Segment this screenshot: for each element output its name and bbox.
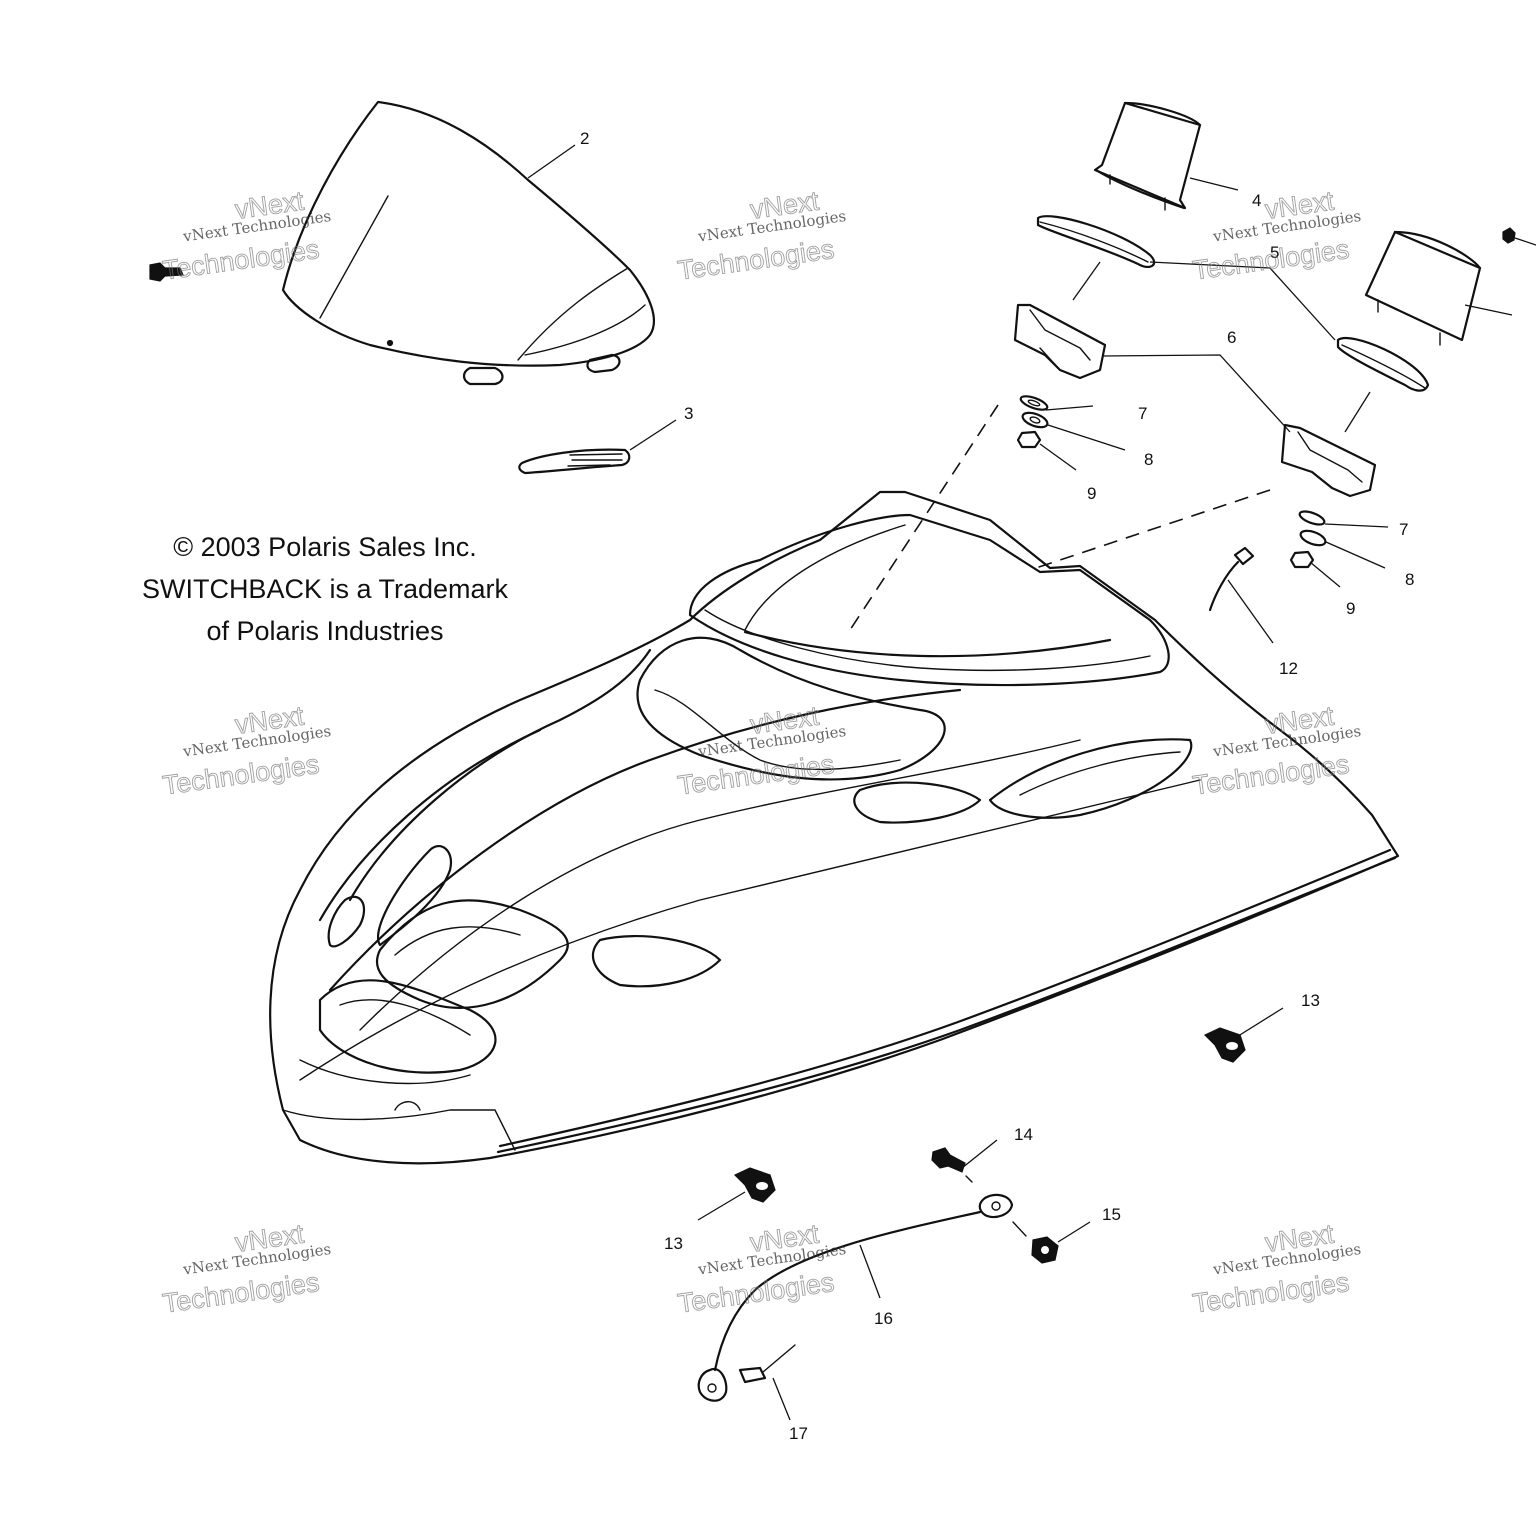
callout-4: 4 (1252, 191, 1261, 210)
washer-part-7-right (1298, 510, 1326, 526)
cable-part-12 (1208, 546, 1255, 612)
ring-part-5-right (1336, 337, 1430, 392)
nut-part-15 (1031, 1236, 1059, 1264)
washer-part-8-left (1021, 411, 1049, 429)
callout-9-left: 9 (1087, 484, 1096, 503)
callout-6: 6 (1227, 328, 1236, 347)
callout-8-left: 8 (1144, 450, 1153, 469)
ring-part-5-left (1036, 215, 1156, 269)
callout-3: 3 (684, 404, 693, 423)
nut-part-9-right (1289, 550, 1315, 569)
washer-part-7-left (1019, 395, 1049, 411)
callout-12: 12 (1279, 659, 1298, 678)
callout-17: 17 (789, 1424, 808, 1443)
callout-7-left: 7 (1138, 404, 1147, 423)
windshield-part-2 (281, 100, 655, 386)
callout-13-right: 13 (1301, 991, 1320, 1010)
watermark-1: vNext vNext Technologies Technologies (160, 185, 332, 286)
rivet-part-17 (738, 1344, 796, 1384)
copyright-notice: © 2003 Polaris Sales Inc. SWITCHBACK is … (120, 526, 530, 652)
watermark-8: vNext vNext Technologies Technologies (675, 1218, 847, 1319)
callout-16: 16 (874, 1309, 893, 1328)
hood (269, 490, 1400, 1165)
watermark-6: vNext vNext Technologies Technologies (1190, 700, 1362, 801)
callout-8-right: 8 (1405, 570, 1414, 589)
screw-left (149, 262, 184, 282)
copyright-line: © 2003 Polaris Sales Inc. (173, 532, 477, 562)
gauge-right (1364, 227, 1516, 346)
callout-7-right: 7 (1399, 520, 1408, 539)
callout-14: 14 (1014, 1125, 1033, 1144)
gauge-part-4 (1093, 101, 1202, 211)
nut-part-9-left (1016, 430, 1042, 449)
callout-2: 2 (580, 129, 589, 148)
watermark-4: vNext vNext Technologies Technologies (160, 700, 332, 801)
tether-part-16 (697, 1193, 1014, 1402)
bezel-part-6-left (1013, 303, 1107, 380)
callout-9-right: 9 (1346, 599, 1355, 618)
bezel-part-6-right (1280, 423, 1377, 498)
watermark-2: vNext vNext Technologies Technologies (675, 185, 847, 286)
watermark-3: vNext vNext Technologies Technologies (1190, 185, 1362, 286)
trademark-owner-line: of Polaris Industries (206, 616, 444, 646)
clip-part-13-left (733, 1167, 776, 1203)
watermark-7: vNext vNext Technologies Technologies (160, 1218, 332, 1319)
callout-13-left: 13 (664, 1234, 683, 1253)
washer-part-8-right (1299, 529, 1327, 547)
trademark-line: SWITCHBACK is a Trademark (141, 574, 509, 604)
screw-part-14 (931, 1147, 966, 1173)
strap-part-3 (518, 448, 631, 475)
callout-5: 5 (1270, 243, 1279, 262)
clip-part-13-right (1203, 1027, 1246, 1063)
callout-labels: 2 3 4 5 6 7 8 9 7 8 9 12 13 13 14 15 16 … (580, 129, 1414, 1443)
watermark-5: vNext vNext Technologies Technologies (675, 700, 847, 801)
callout-15: 15 (1102, 1205, 1121, 1224)
watermark-9: vNext vNext Technologies Technologies (1190, 1218, 1362, 1319)
